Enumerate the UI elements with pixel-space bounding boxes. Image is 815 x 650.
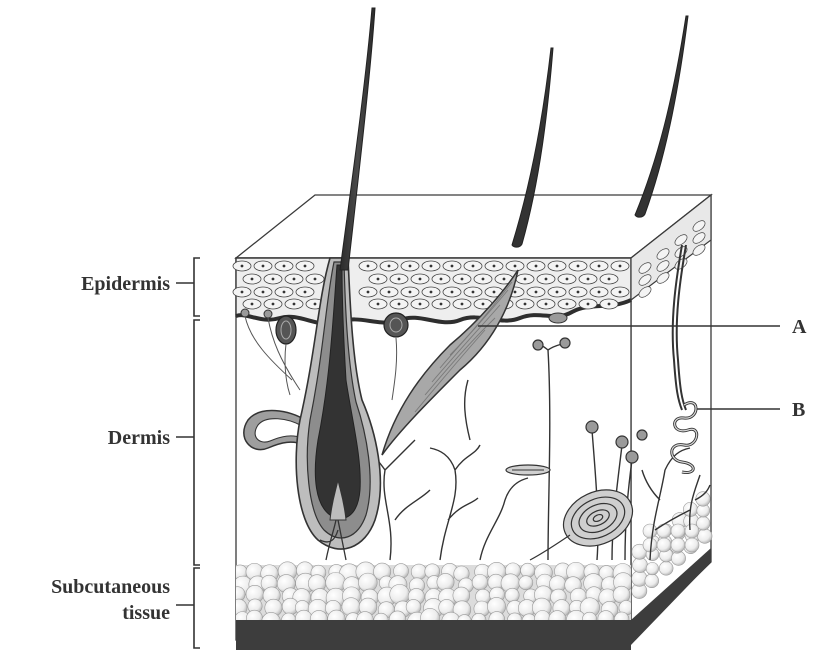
small-corpuscle [506,465,550,475]
pointer-a-label: A [792,316,807,338]
epidermis-bracket [176,258,200,316]
layer-brackets [176,258,200,648]
subcutaneous-bracket [176,568,200,648]
dermis-label: Dermis [108,427,170,449]
subcutaneous-label-line2: tissue [122,602,170,624]
pointer-b-label: B [792,399,805,421]
dermis-bracket [176,320,200,565]
base-layer [236,622,631,650]
epidermis-label: Epidermis [81,273,170,295]
subcutaneous-label-line1: Subcutaneous [51,576,170,598]
